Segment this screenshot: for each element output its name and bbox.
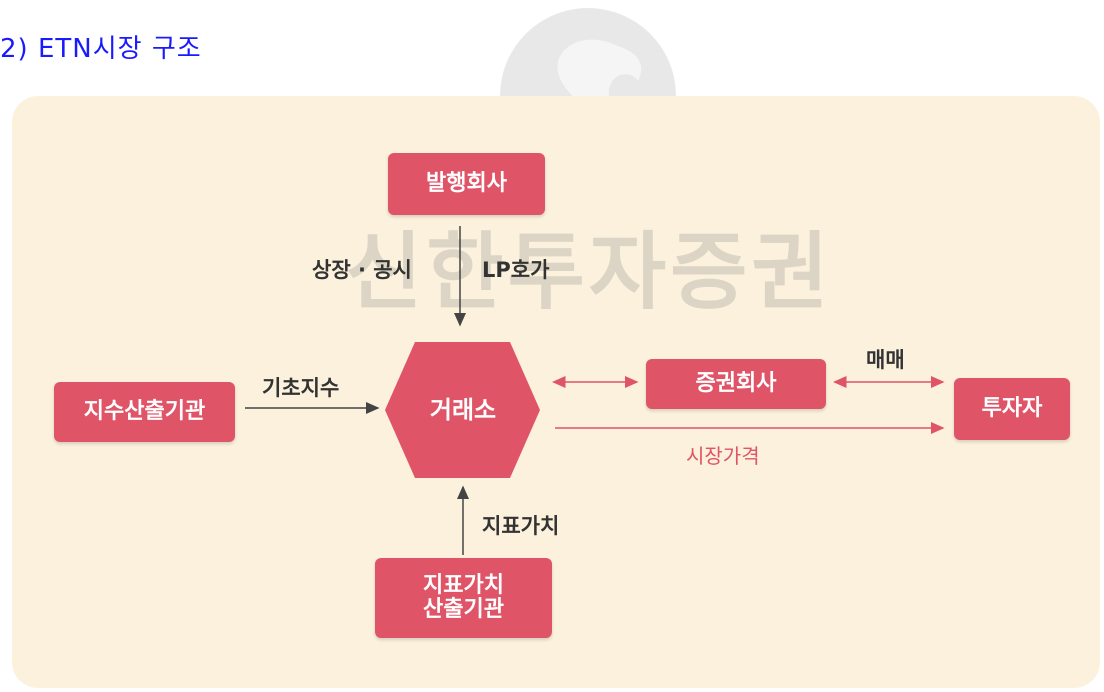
exchange-node: 거래소 xyxy=(429,395,497,424)
label-market-price: 시장가격 xyxy=(686,444,760,468)
label-listing: 상장 · 공시 xyxy=(312,258,412,282)
page-title: 2) ETN시장 구조 xyxy=(0,34,202,64)
index-provider-node: 지수산출기관 xyxy=(54,382,235,442)
watermark-text: 신한투자증권 xyxy=(345,223,833,321)
label-lp-quote: LP호가 xyxy=(482,258,550,282)
investor-node: 투자자 xyxy=(954,378,1070,440)
label-base-index: 기초지수 xyxy=(262,376,340,400)
brokerage-node: 증권회사 xyxy=(646,359,826,409)
issuer-node: 발행회사 xyxy=(388,153,545,215)
label-indicator-value: 지표가치 xyxy=(482,514,560,538)
exchange-hexagon xyxy=(385,342,540,478)
label-trading: 매매 xyxy=(866,348,905,372)
indicator-provider-node: 지표가치 산출기관 xyxy=(375,558,552,638)
